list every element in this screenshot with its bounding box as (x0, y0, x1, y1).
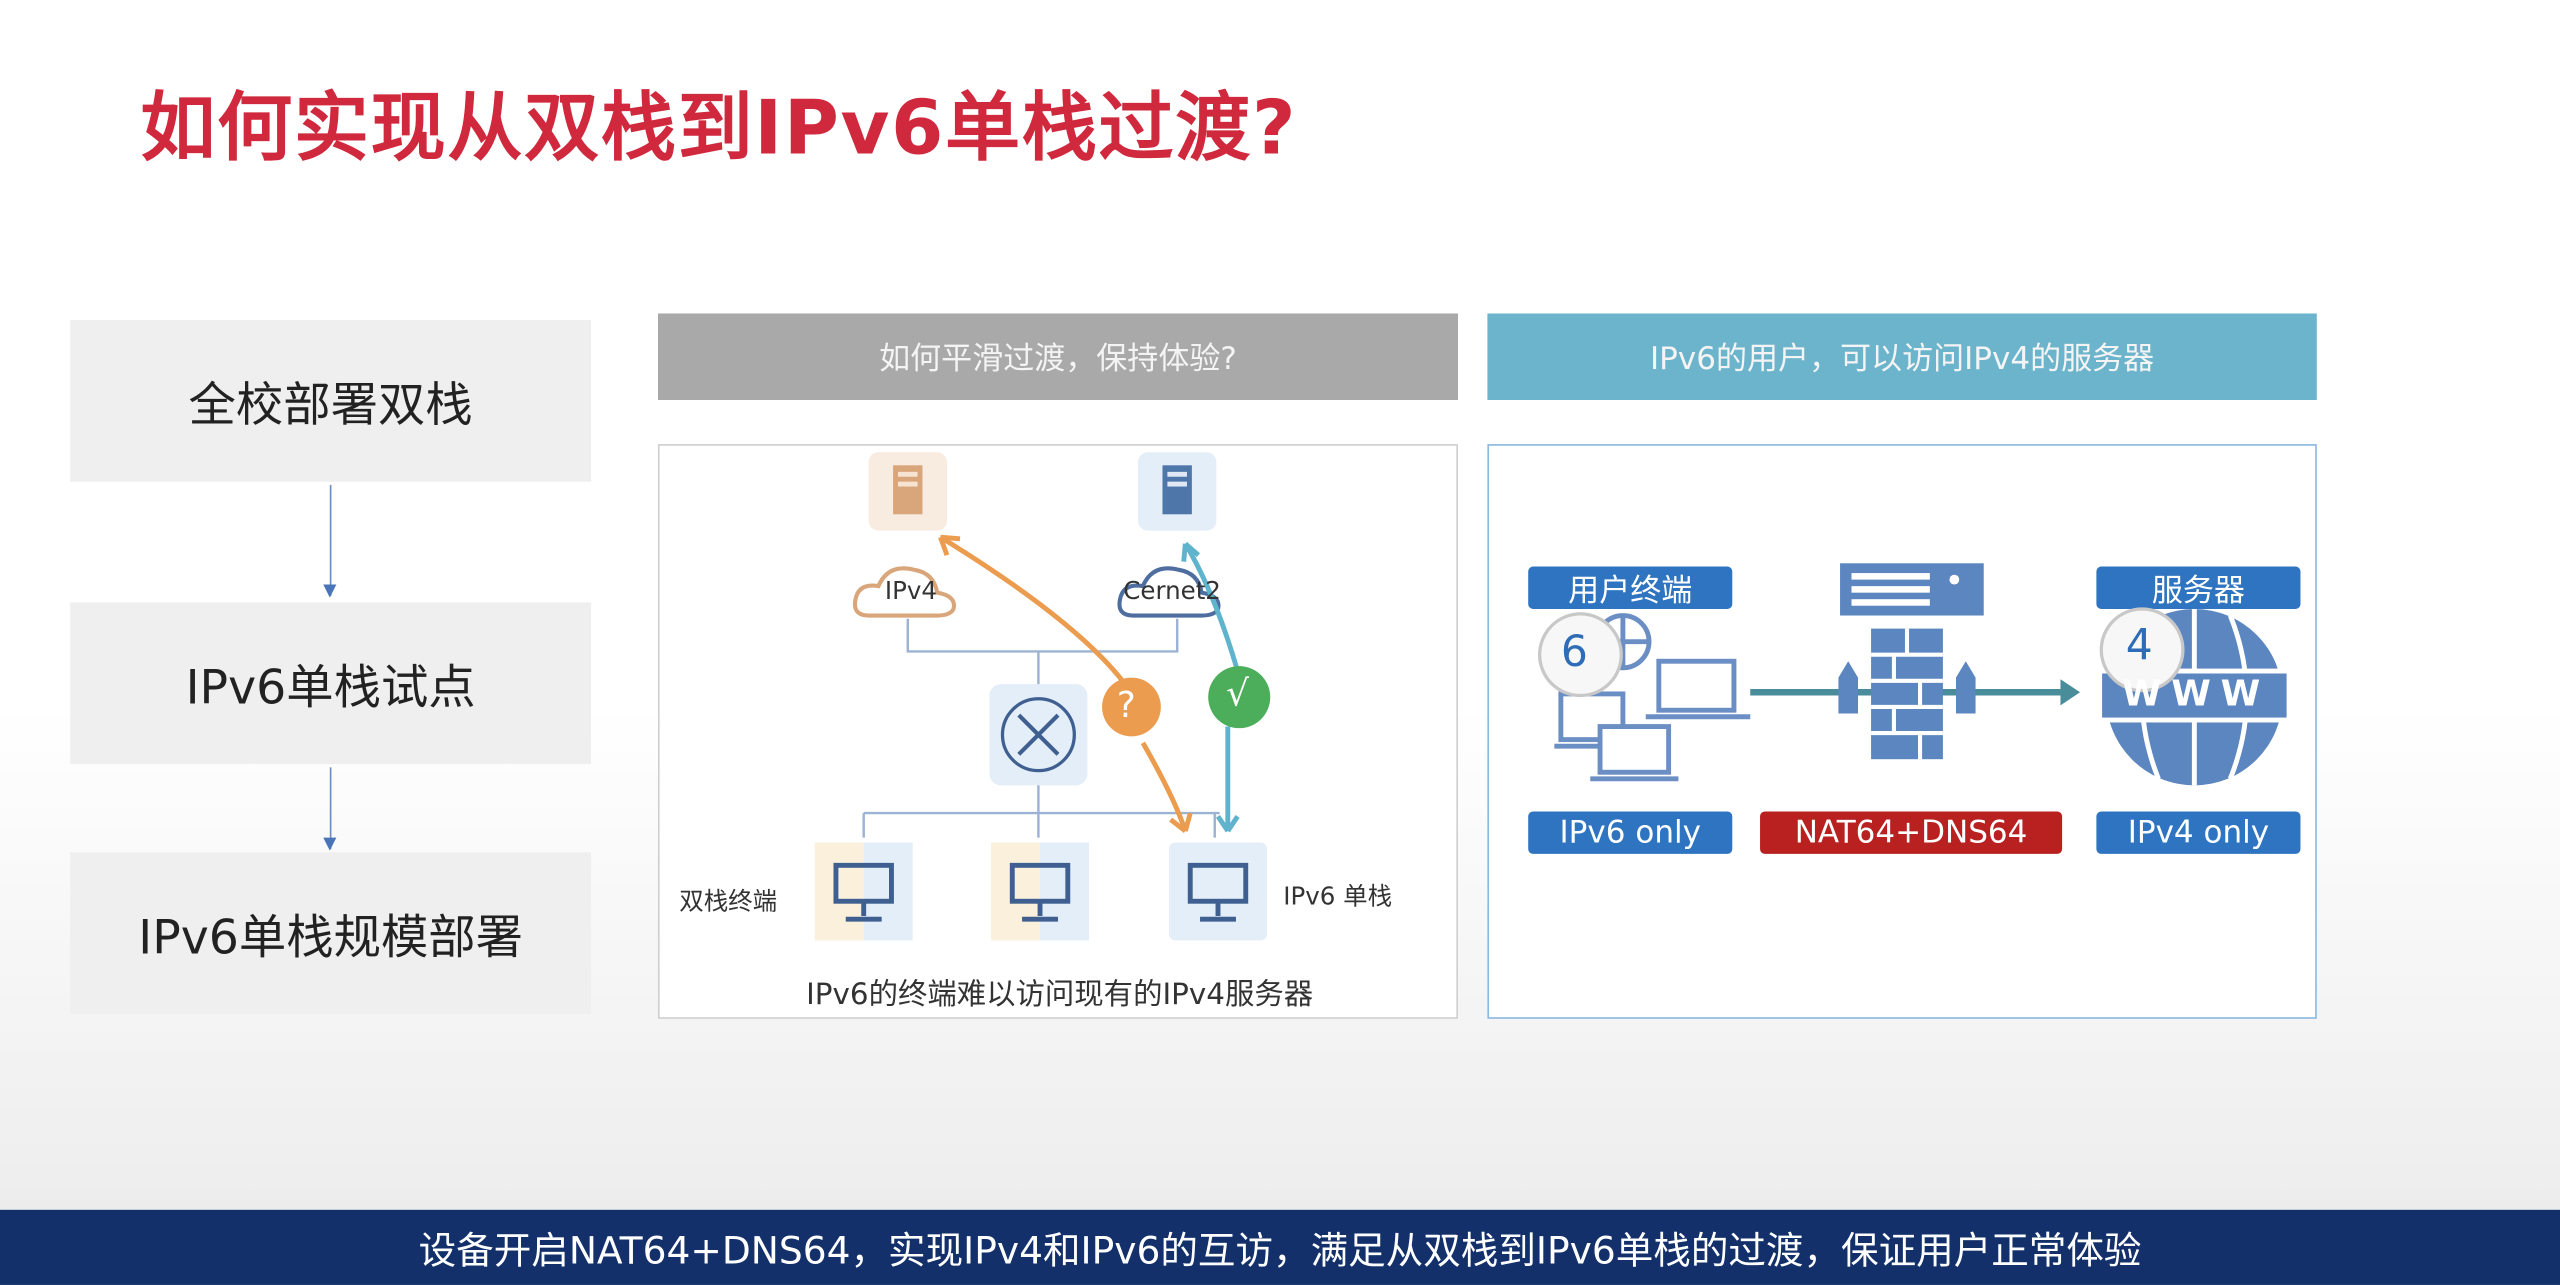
failed-path-arrow (939, 535, 1188, 832)
right-panel-header: IPv6的用户，可以访问IPv4的服务器 (1487, 313, 2317, 401)
ipv6-computer-icon (1169, 842, 1267, 941)
ipv6-server-icon (1137, 452, 1217, 531)
step-ipv6-pilot: IPv6单栈试点 (70, 602, 592, 765)
badge-4: 4 (2125, 622, 2153, 672)
header-text: 如何平滑过渡，保持体验? (879, 341, 1237, 378)
ipv6-badge-icon (1538, 612, 1623, 698)
nat64-dns64-tag: NAT64+DNS64 (1760, 811, 2063, 854)
dual-stack-computer-icon (991, 842, 1090, 941)
ipv4-server-icon (868, 452, 947, 531)
nat64-diagram (1538, 563, 2292, 786)
banner-text: 设备开启NAT64+DNS64，实现IPv4和IPv6的互访，满足从双栈到IPv… (418, 1231, 2142, 1274)
left-panel-header: 如何平滑过渡，保持体验? (657, 313, 1459, 401)
down-arrow-icon (323, 767, 337, 851)
www-text: WWW (2121, 674, 2271, 716)
dual-stack-computer-icon (814, 842, 913, 941)
right-diagram: 用户终端 服务器 6 4 WWW IPv6 only NAT64+DNS64 I… (1487, 444, 2317, 1019)
success-path-arrow (1183, 542, 1240, 832)
ipv4-only-tag: IPv4 only (2096, 811, 2301, 854)
step-label: IPv6单栈规模部署 (138, 908, 523, 965)
user-computers-icon (1554, 613, 1751, 782)
step-label: 全校部署双栈 (188, 376, 473, 432)
left-caption: IPv6的终端难以访问现有的IPv4服务器 (806, 977, 1314, 1013)
down-arrow-icon (323, 484, 337, 598)
ipv4-badge-icon (2099, 607, 2185, 693)
step-label: IPv6单栈试点 (185, 658, 476, 715)
step-ipv6-scale: IPv6单栈规模部署 (70, 852, 592, 1014)
ipv6-only-tag: IPv6 only (1528, 811, 1733, 854)
ipv4-cloud-icon (852, 566, 956, 618)
question-mark: ? (1116, 685, 1136, 727)
question-icon (1102, 677, 1161, 737)
router-icon (989, 684, 1088, 786)
user-terminal-label: 用户终端 (1528, 566, 1733, 609)
step-dual-stack: 全校部署双栈 (70, 320, 592, 482)
check-icon (1208, 666, 1271, 729)
dual-stack-label: 双栈终端 (679, 886, 778, 916)
ipv6-single-label: IPv6 单栈 (1283, 881, 1393, 912)
left-diagram: IPv4 Cernet2 ? √ 双栈终端 IPv6 单栈 IPv6的终端难以访… (657, 444, 1459, 1019)
network-diagram (814, 452, 1271, 941)
cernet-cloud-label: Cernet2 (1123, 576, 1221, 606)
badge-6: 6 (1560, 628, 1588, 678)
header-text: IPv6的用户，可以访问IPv4的服务器 (1649, 341, 2155, 378)
bottom-banner: 设备开启NAT64+DNS64，实现IPv4和IPv6的互访，满足从双栈到IPv… (0, 1209, 2560, 1285)
server-label: 服务器 (2096, 566, 2301, 609)
ipv4-cloud-label: IPv4 (884, 576, 937, 606)
slide-title: 如何实现从双栈到IPv6单栈过渡? (140, 83, 1298, 172)
check-mark: √ (1226, 674, 1250, 716)
